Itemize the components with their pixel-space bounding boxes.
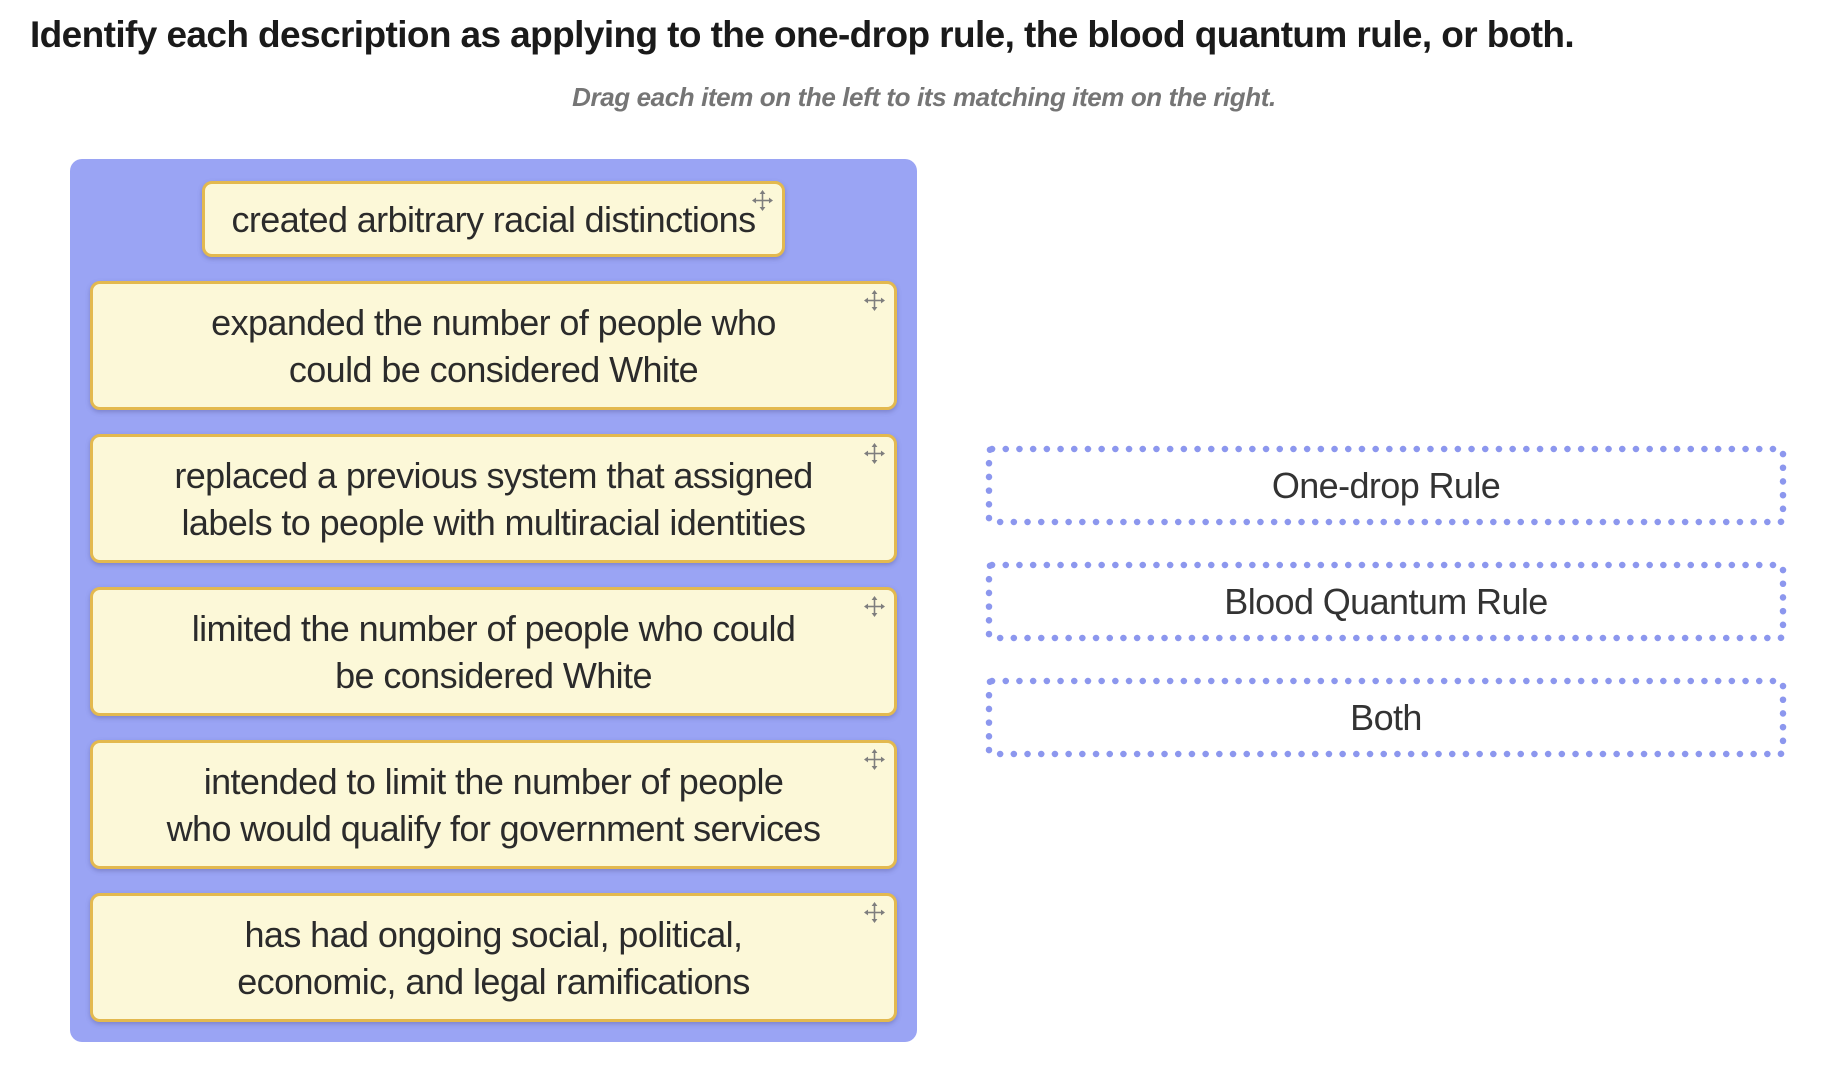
move-icon[interactable] [864, 749, 885, 770]
drag-item-text: has had ongoing social, political, econo… [237, 913, 750, 1002]
move-icon[interactable] [751, 190, 773, 211]
drag-item-text: limited the number of people who could b… [191, 607, 796, 696]
move-icon[interactable] [864, 290, 885, 311]
drag-item-card-limited-number-considered-white[interactable]: limited the number of people who could b… [90, 587, 897, 716]
move-icon[interactable] [864, 902, 885, 923]
drag-item-text: intended to limit the number of people w… [166, 760, 821, 849]
drag-item-text: created arbitrary racial distinctions [231, 198, 756, 240]
drag-instructions: Drag each item on the left to its matchi… [572, 82, 1276, 112]
drop-zone-label: Both [1350, 696, 1422, 738]
drop-zones-list: One-drop Rule Blood Quantum Rule Both [984, 444, 1788, 759]
dotted-border-icon [985, 561, 1787, 642]
drag-item-card-ongoing-ramifications[interactable]: has had ongoing social, political, econo… [90, 893, 897, 1022]
drag-item-card-intended-limit-government-services[interactable]: intended to limit the number of people w… [90, 740, 897, 869]
question-prompt: Identify each description as applying to… [30, 14, 1575, 55]
drop-zone-both[interactable]: Both [984, 676, 1788, 759]
drag-item-card-replaced-previous-system[interactable]: replaced a previous system that assigned… [90, 434, 897, 563]
dotted-border-icon [985, 677, 1787, 758]
move-icon[interactable] [864, 443, 885, 464]
drop-zone-one-drop-rule[interactable]: One-drop Rule [984, 444, 1788, 527]
dotted-border-icon [985, 445, 1787, 526]
drag-item-card-created-arbitrary-racial-distinctions[interactable]: created arbitrary racial distinctions [202, 181, 785, 257]
drop-zone-label: Blood Quantum Rule [1224, 580, 1548, 622]
drop-zone-blood-quantum-rule[interactable]: Blood Quantum Rule [984, 560, 1788, 643]
move-icon[interactable] [864, 596, 885, 617]
drag-item-card-expanded-number-considered-white[interactable]: expanded the number of people who could … [90, 281, 897, 410]
drag-items-pool: created arbitrary racial distinctions ex… [70, 159, 917, 1042]
drop-zone-label: One-drop Rule [1271, 464, 1501, 506]
drag-item-text: replaced a previous system that assigned… [174, 454, 813, 543]
drag-item-text: expanded the number of people who could … [211, 301, 776, 390]
